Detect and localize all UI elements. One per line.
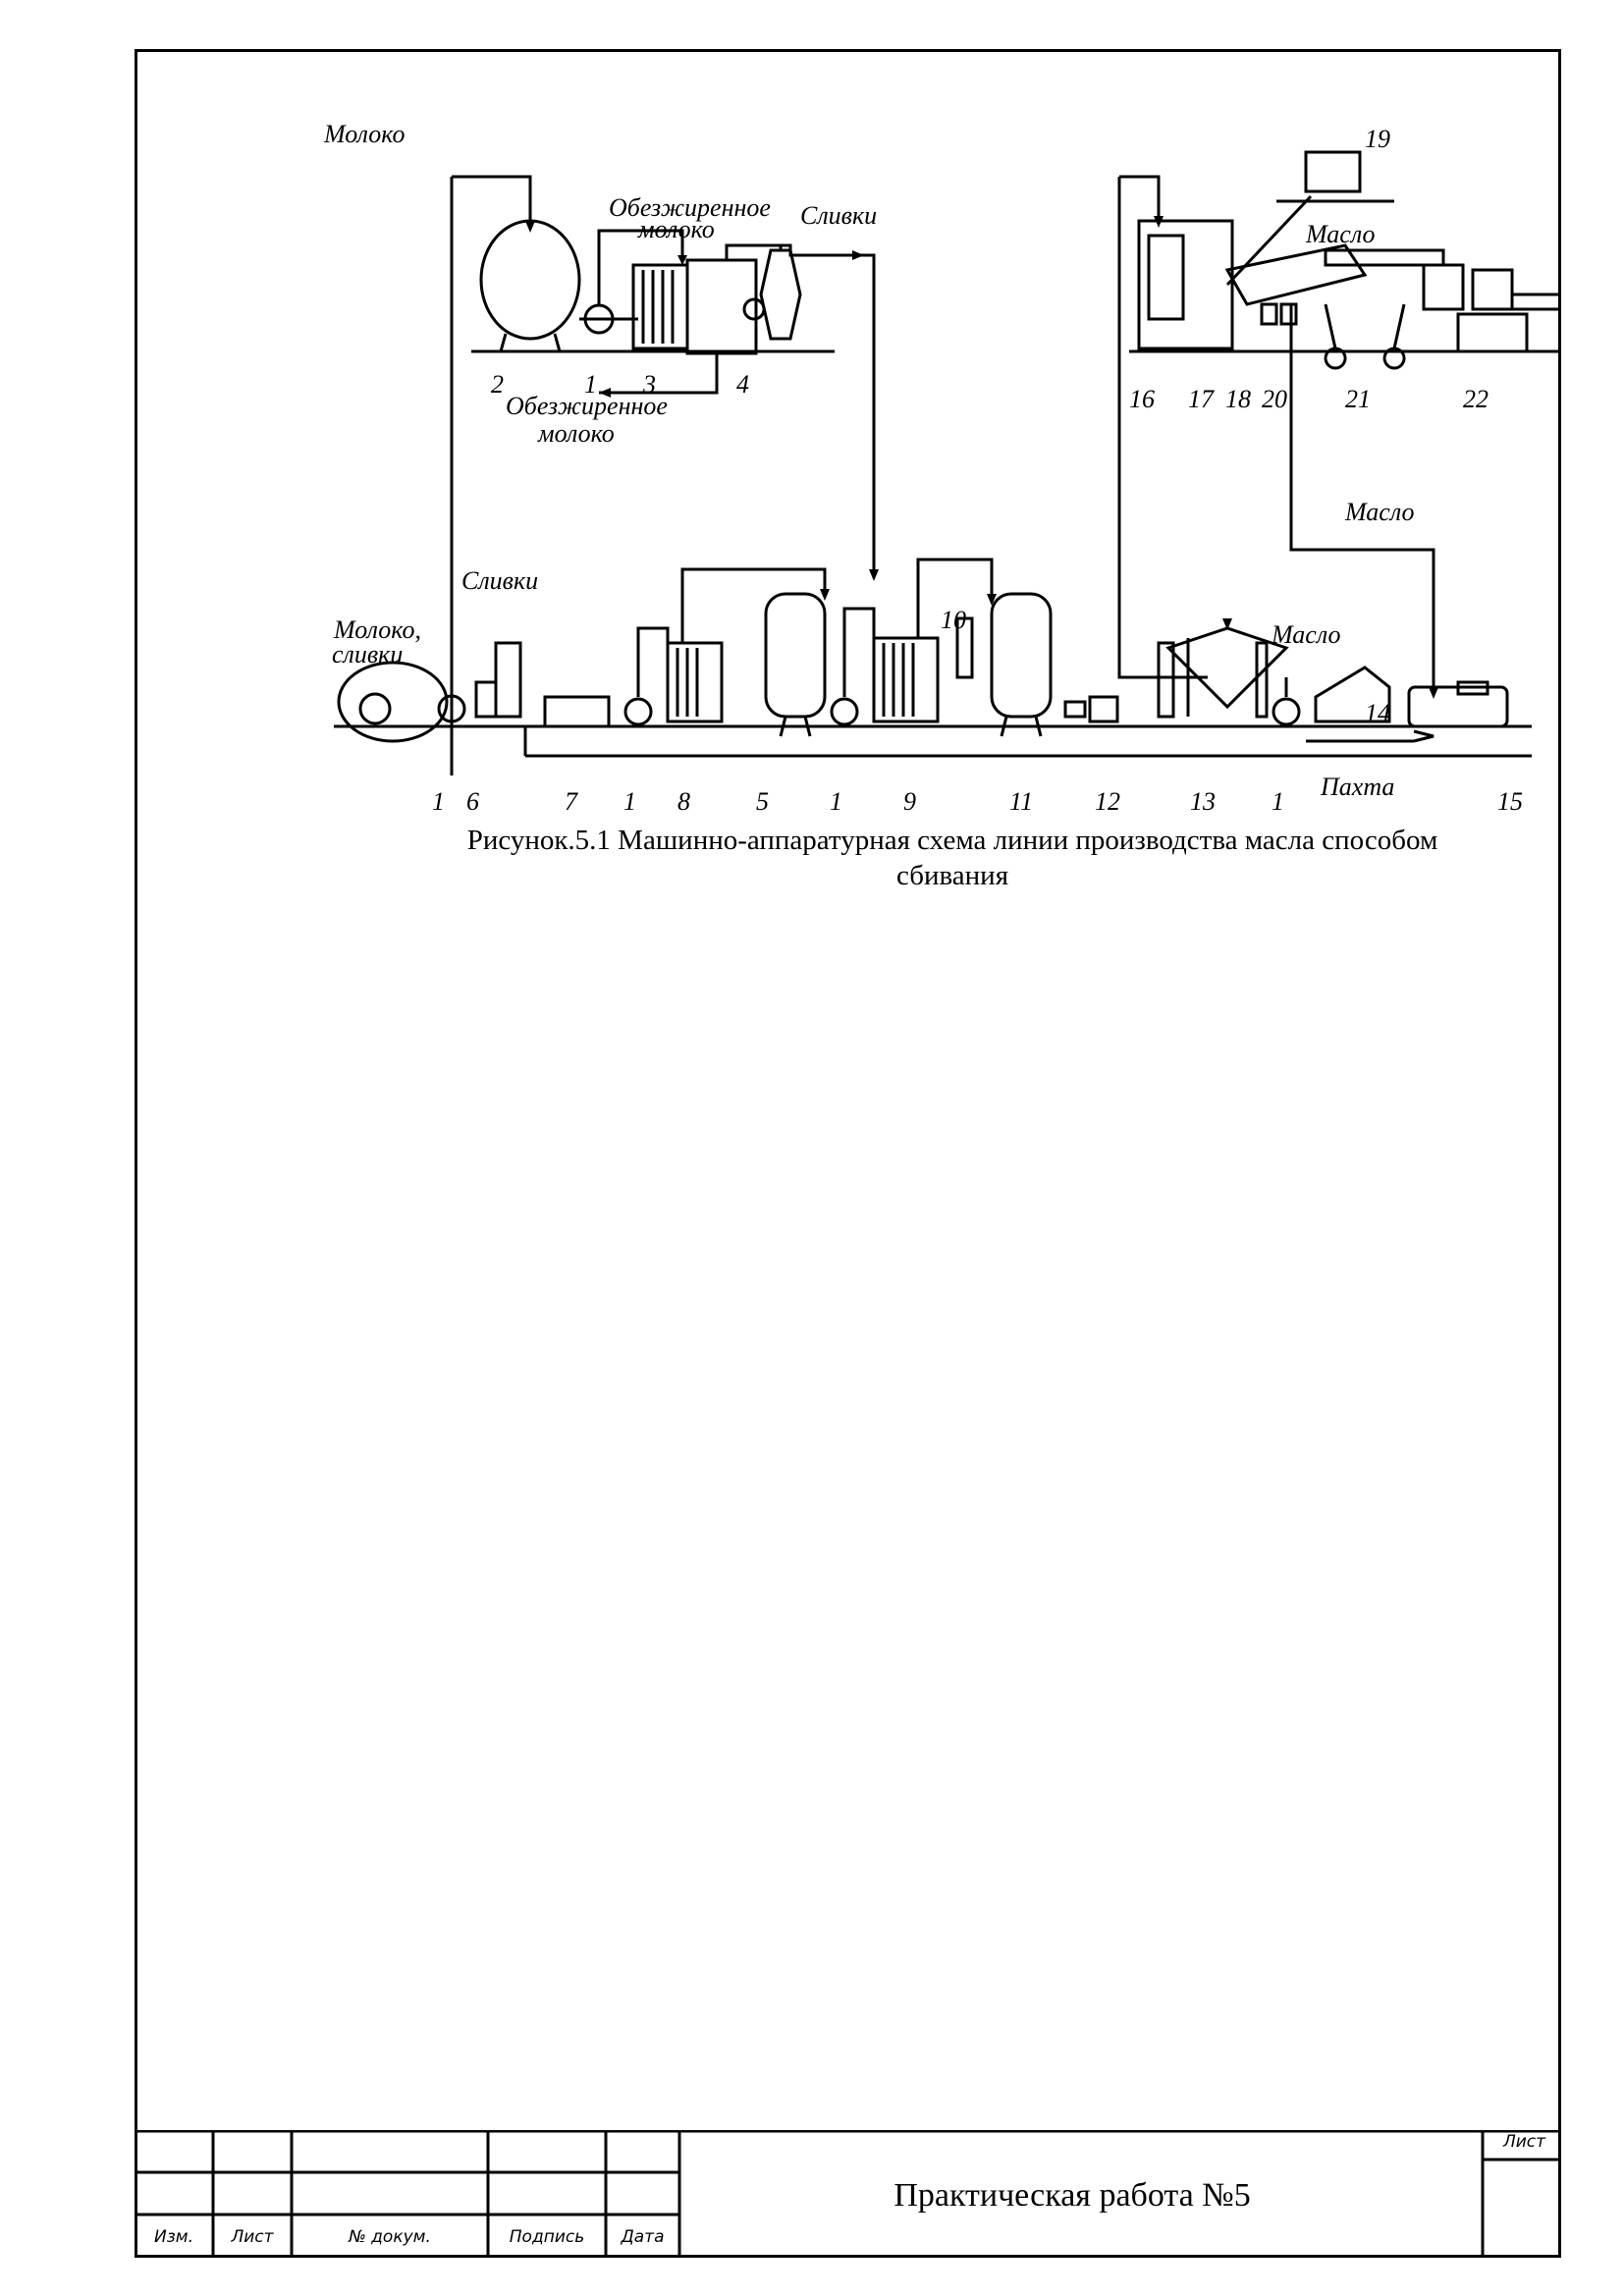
label-butter-mid: Масло — [1344, 498, 1414, 526]
label-skim-milk-2a: Обезжиренное — [506, 392, 668, 420]
num-17: 17 — [1188, 385, 1215, 413]
document-title: Практическая работа №5 — [893, 2177, 1251, 2214]
num-11: 11 — [1009, 787, 1033, 815]
stamp-col-izm: Изм. — [154, 2227, 193, 2247]
num-16: 16 — [1129, 385, 1155, 413]
num-5: 5 — [756, 787, 769, 815]
title-block-grid — [135, 2130, 1561, 2258]
label-skim-milk-1a: Обезжиренное — [609, 193, 771, 222]
num-12: 12 — [1095, 787, 1120, 815]
production-line-diagram: Молоко Обезжиренное молоко Сливки Обезжи… — [323, 120, 1561, 815]
num-8: 8 — [677, 787, 690, 815]
num-1-b2: 1 — [623, 787, 636, 815]
figure-caption: Рисунок.5.1 Машинно-аппаратурная схема л… — [314, 823, 1591, 893]
num-14: 14 — [1365, 699, 1390, 727]
label-skim-milk-2b: молоко — [537, 419, 615, 448]
num-10: 10 — [941, 606, 966, 634]
num-15: 15 — [1497, 787, 1523, 815]
label-cream-top: Сливки — [800, 201, 877, 230]
stamp-col-list: Лист — [231, 2227, 274, 2247]
num-1-top: 1 — [584, 370, 597, 399]
num-1-b1: 1 — [432, 787, 445, 815]
label-milk-cream-a: Молоко, — [333, 615, 421, 644]
num-3: 3 — [642, 370, 656, 399]
sheet-label: Лист — [1502, 2132, 1546, 2152]
label-butter-top: Масло — [1305, 220, 1375, 248]
num-13: 13 — [1190, 787, 1216, 815]
num-22: 22 — [1463, 385, 1489, 413]
num-1-b4: 1 — [1272, 787, 1284, 815]
num-4: 4 — [736, 370, 749, 399]
title-block: Изм. Лист № докум. Подпись Дата Практиче… — [135, 2130, 1561, 2258]
caption-line-2: сбивания — [895, 860, 1009, 891]
caption-line-1: Рисунок.5.1 Машинно-аппаратурная схема л… — [466, 825, 1438, 856]
num-21: 21 — [1345, 385, 1371, 413]
num-2: 2 — [491, 370, 504, 399]
num-19: 19 — [1365, 125, 1390, 153]
label-skim-milk-1b: молоко — [637, 215, 715, 243]
stamp-col-sign: Подпись — [509, 2227, 585, 2247]
page-frame — [135, 49, 1561, 2258]
label-buttermilk: Пахта — [1320, 773, 1394, 801]
label-cream-left: Сливки — [461, 566, 538, 595]
num-9: 9 — [903, 787, 916, 815]
num-18: 18 — [1225, 385, 1251, 413]
label-butter-low: Масло — [1271, 620, 1340, 649]
stamp-col-doc: № докум. — [349, 2227, 431, 2247]
stamp-col-date: Дата — [621, 2227, 665, 2247]
num-20: 20 — [1262, 385, 1287, 413]
num-7: 7 — [565, 787, 578, 815]
label-milk-top: Молоко — [323, 120, 405, 148]
label-milk-cream-b: сливки — [332, 640, 403, 668]
num-6: 6 — [466, 787, 479, 815]
num-1-b3: 1 — [830, 787, 842, 815]
